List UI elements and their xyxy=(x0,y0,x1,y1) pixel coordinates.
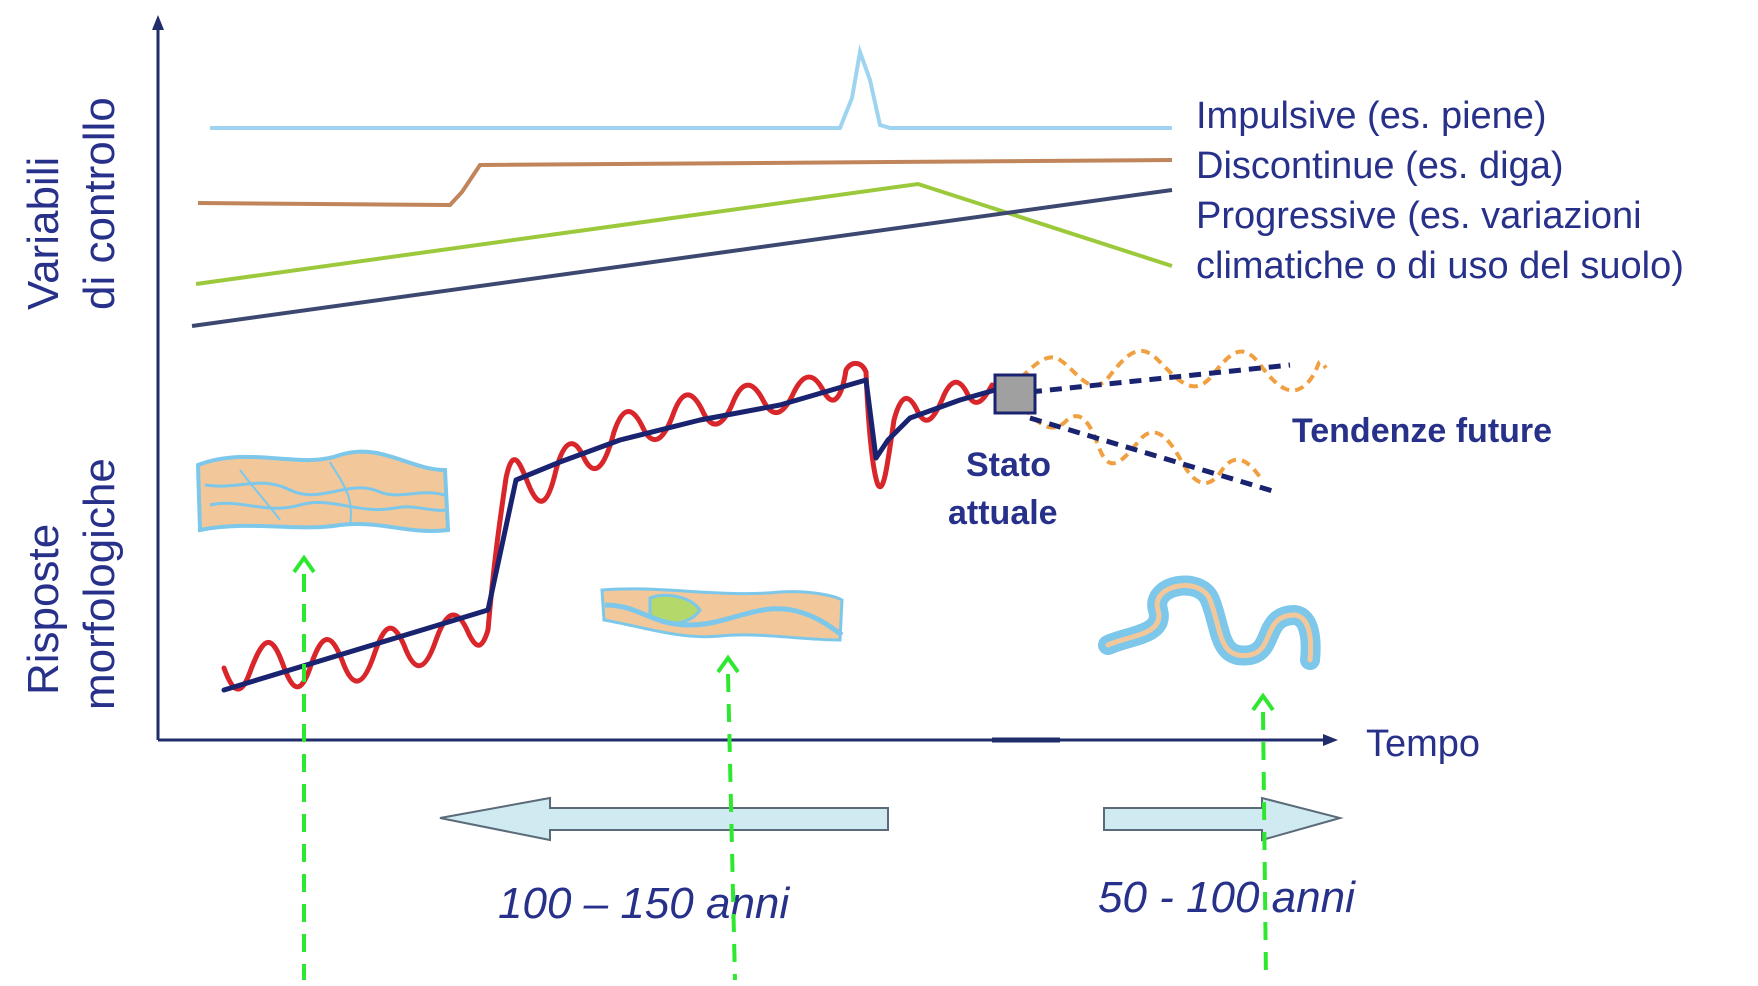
marker-meandering-arrowhead xyxy=(1251,692,1275,712)
tendenze-label: Tendenze future xyxy=(1292,412,1552,450)
current-state-box xyxy=(993,373,1037,415)
marker-braided-arrowhead xyxy=(292,554,316,574)
control-variable-lines xyxy=(191,44,1173,328)
marker-meandering xyxy=(1261,711,1268,981)
time-markers xyxy=(292,554,1275,981)
legend-progressive-line2: climatiche o di uso del suolo) xyxy=(1196,245,1684,287)
meandering-channel-icon xyxy=(1098,575,1321,670)
braided-channel-icon xyxy=(195,449,451,533)
y-label-control-line1: Variabili xyxy=(19,157,68,310)
marker-wandering-arrowhead xyxy=(716,654,740,674)
future-range-arrow xyxy=(1103,796,1344,842)
future-trend-down xyxy=(1029,415,1277,495)
future-trend-up xyxy=(1029,362,1291,395)
y-axis-arrowhead xyxy=(152,15,164,30)
progressive-navy-line xyxy=(191,188,1173,328)
stato-label-line2: attuale xyxy=(948,494,1058,532)
wandering-channel-icon xyxy=(600,587,844,642)
legend-discontinue: Discontinue (es. diga) xyxy=(1196,145,1564,187)
axes xyxy=(152,15,1338,746)
future-orange-lower xyxy=(1010,396,1264,485)
legend-progressive-line1: Progressive (es. variazioni xyxy=(1196,195,1642,237)
future-orange-upper xyxy=(1008,348,1328,393)
marker-wandering xyxy=(726,673,737,981)
future-range-label: 50 - 100 anni xyxy=(1098,873,1356,922)
progressive-green-line xyxy=(195,181,1173,286)
discontinue-line xyxy=(197,158,1173,208)
legend-impulsive: Impulsive (es. piene) xyxy=(1196,95,1547,137)
future-trends xyxy=(993,348,1328,495)
y-label-response-line2: morfologiche xyxy=(75,458,124,710)
response-trend-line xyxy=(221,377,998,693)
stato-label-line1: Stato xyxy=(966,446,1051,484)
impulsive-line xyxy=(210,44,1172,130)
past-range-arrow xyxy=(439,796,889,842)
past-range-label: 100 – 150 anni xyxy=(498,879,790,928)
y-label-control-line2: di controllo xyxy=(75,97,124,310)
y-label-response-line1: Risposte xyxy=(19,524,68,695)
x-axis-arrowhead xyxy=(1323,734,1338,746)
tempo-label: Tempo xyxy=(1366,723,1480,765)
